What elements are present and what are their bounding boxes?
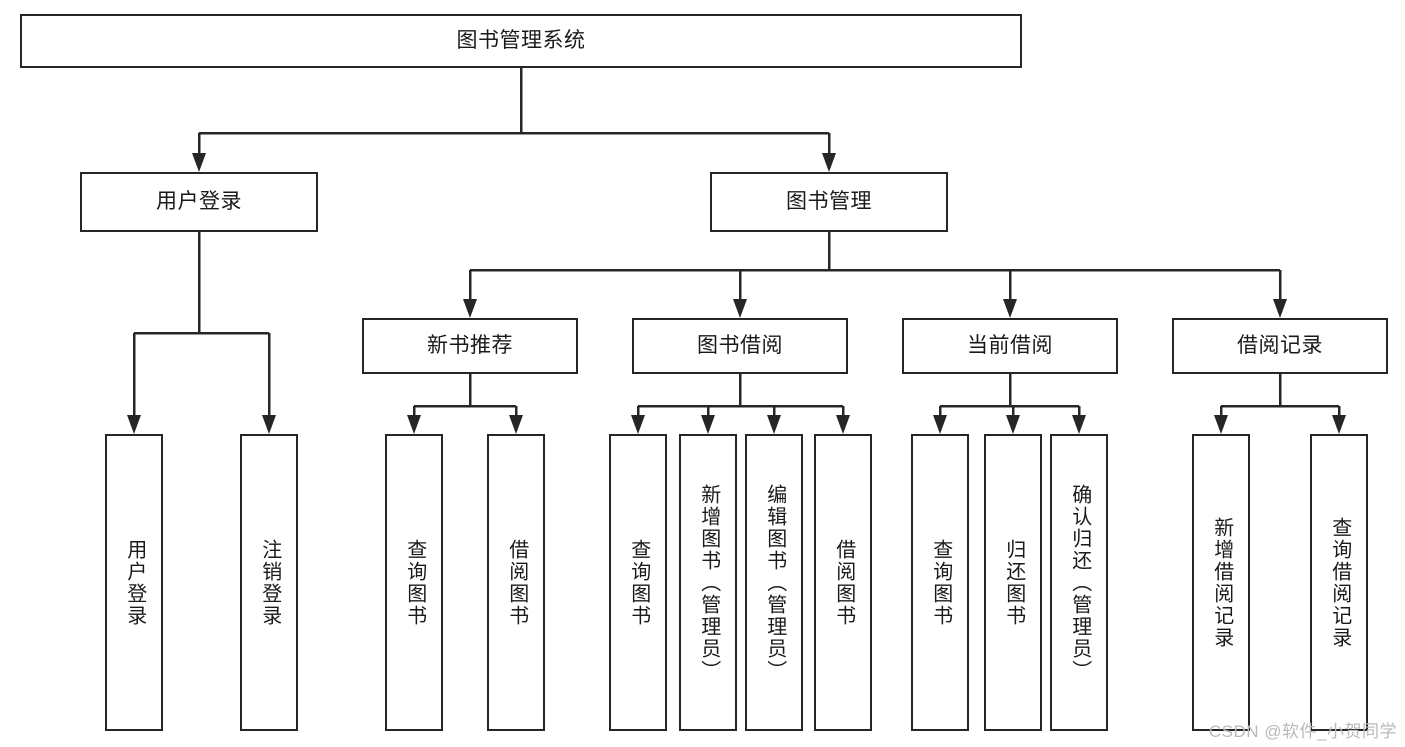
node-level2-1[interactable]: 图书借阅 [632, 318, 848, 374]
node-root-system[interactable]: 图书管理系统 [20, 14, 1022, 68]
node-label: 图书管理 [786, 190, 872, 214]
node-label: 注销登录 [258, 538, 281, 627]
node-label: 借阅记录 [1237, 334, 1323, 358]
arrow-head-icon [933, 415, 947, 434]
arrow-head-icon [192, 153, 206, 172]
arrow-head-icon [1006, 415, 1020, 434]
node-label: 借阅图书 [505, 538, 528, 627]
node-label: 查询图书 [929, 538, 952, 627]
node-label: 图书管理系统 [456, 29, 586, 53]
arrow-head-icon [463, 299, 477, 318]
arrow-head-icon [509, 415, 523, 434]
arrow-head-icon [262, 415, 276, 434]
node-label: 图书借阅 [697, 334, 783, 358]
node-leaf-2[interactable]: 查询图书 [385, 434, 443, 731]
node-label: 借阅图书 [832, 538, 855, 627]
arrow-head-icon [733, 299, 747, 318]
node-leaf-9[interactable]: 归还图书 [984, 434, 1042, 731]
arrow-head-icon [767, 415, 781, 434]
node-leaf-12[interactable]: 查询借阅记录 [1310, 434, 1368, 731]
node-label: 归还图书 [1002, 538, 1025, 627]
node-leaf-10[interactable]: 确认归还（管理员） [1050, 434, 1108, 731]
node-level1-1[interactable]: 图书管理 [710, 172, 948, 232]
node-level2-3[interactable]: 借阅记录 [1172, 318, 1388, 374]
node-label: 当前借阅 [967, 334, 1053, 358]
node-label: 编辑图书（管理员） [763, 483, 786, 682]
node-leaf-7[interactable]: 借阅图书 [814, 434, 872, 731]
node-label: 用户登录 [156, 190, 242, 214]
node-leaf-0[interactable]: 用户登录 [105, 434, 163, 731]
arrow-head-icon [701, 415, 715, 434]
node-label: 新书推荐 [427, 334, 513, 358]
arrow-head-icon [1332, 415, 1346, 434]
node-leaf-6[interactable]: 编辑图书（管理员） [745, 434, 803, 731]
node-level2-2[interactable]: 当前借阅 [902, 318, 1118, 374]
node-label: 查询图书 [403, 538, 426, 627]
arrow-head-icon [127, 415, 141, 434]
node-label: 新增图书（管理员） [697, 483, 720, 682]
node-level1-0[interactable]: 用户登录 [80, 172, 318, 232]
node-label: 新增借阅记录 [1210, 516, 1233, 649]
arrow-head-icon [1273, 299, 1287, 318]
node-leaf-4[interactable]: 查询图书 [609, 434, 667, 731]
node-leaf-3[interactable]: 借阅图书 [487, 434, 545, 731]
node-level2-0[interactable]: 新书推荐 [362, 318, 578, 374]
node-leaf-8[interactable]: 查询图书 [911, 434, 969, 731]
node-label: 查询图书 [627, 538, 650, 627]
arrow-head-icon [1003, 299, 1017, 318]
arrow-head-icon [1214, 415, 1228, 434]
arrow-head-icon [407, 415, 421, 434]
node-leaf-11[interactable]: 新增借阅记录 [1192, 434, 1250, 731]
node-label: 用户登录 [123, 538, 146, 627]
node-leaf-1[interactable]: 注销登录 [240, 434, 298, 731]
node-leaf-5[interactable]: 新增图书（管理员） [679, 434, 737, 731]
node-label: 查询借阅记录 [1328, 516, 1351, 649]
arrow-head-icon [836, 415, 850, 434]
arrow-head-icon [1072, 415, 1086, 434]
watermark-csdn: CSDN @软件_小贺同学 [1208, 722, 1397, 741]
node-label: 确认归还（管理员） [1068, 483, 1091, 682]
arrow-head-icon [822, 153, 836, 172]
arrow-head-icon [631, 415, 645, 434]
